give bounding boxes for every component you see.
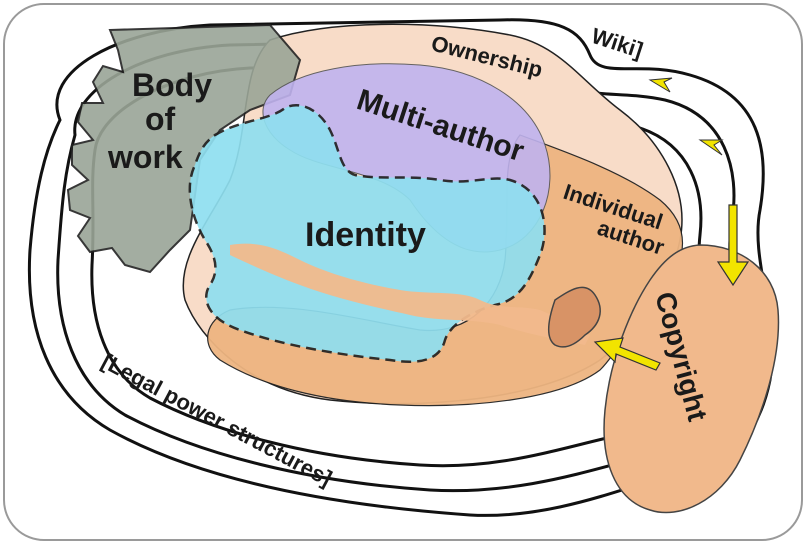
- label-work: work: [107, 139, 183, 175]
- label-body: Body: [132, 67, 212, 103]
- label-identity: Identity: [305, 216, 426, 254]
- label-of: of: [145, 101, 176, 137]
